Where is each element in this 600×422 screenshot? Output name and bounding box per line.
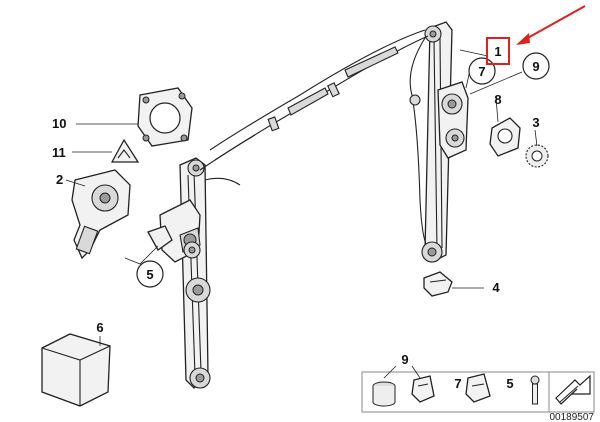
arrow-icon [555, 374, 591, 405]
star-washer-part [525, 144, 549, 168]
legend-cylinder-part [372, 381, 396, 407]
svg-text:2: 2 [56, 172, 63, 187]
parts-legend-box: 9 7 5 [361, 352, 595, 413]
callout-6: 6 [96, 320, 103, 335]
legend-bolt-part [530, 375, 540, 405]
legend-clip-9 [411, 375, 435, 403]
legend-label-7: 7 [454, 376, 461, 391]
window-regulator-assembly [159, 21, 469, 389]
highlight-arrow [516, 5, 586, 45]
callout-1: 1 [486, 37, 510, 65]
legend-label-9: 9 [401, 352, 408, 367]
callout-8: 8 [494, 92, 501, 107]
box-part [41, 333, 111, 407]
svg-text:10: 10 [52, 116, 66, 131]
reference-number: 00189507 [550, 412, 595, 422]
bracket-part [489, 117, 521, 157]
callout-4: 4 [492, 280, 500, 295]
svg-text:9: 9 [532, 59, 539, 74]
callout-10: 10 [52, 116, 66, 131]
callout-7: 7 [468, 57, 496, 85]
callout-11: 11 [52, 145, 66, 160]
svg-text:4: 4 [492, 280, 500, 295]
callout-9: 9 [522, 52, 550, 80]
gasket-plate-part [137, 87, 193, 147]
drive-motor-part [71, 169, 131, 260]
svg-text:8: 8 [494, 92, 501, 107]
callout-5: 5 [136, 260, 164, 288]
callout-3: 3 [532, 115, 539, 130]
callout-2: 2 [56, 172, 63, 187]
leader-lines [65, 49, 538, 346]
svg-text:7: 7 [478, 64, 485, 79]
small-part-5 [147, 225, 173, 251]
legend-clip-7 [465, 373, 491, 403]
clip-part [423, 271, 453, 297]
svg-text:6: 6 [96, 320, 103, 335]
svg-text:3: 3 [532, 115, 539, 130]
svg-text:5: 5 [146, 267, 153, 282]
legend-label-5: 5 [506, 376, 513, 391]
svg-text:11: 11 [52, 145, 66, 160]
svg-text:1: 1 [494, 44, 501, 59]
warning-label-part [110, 138, 140, 163]
